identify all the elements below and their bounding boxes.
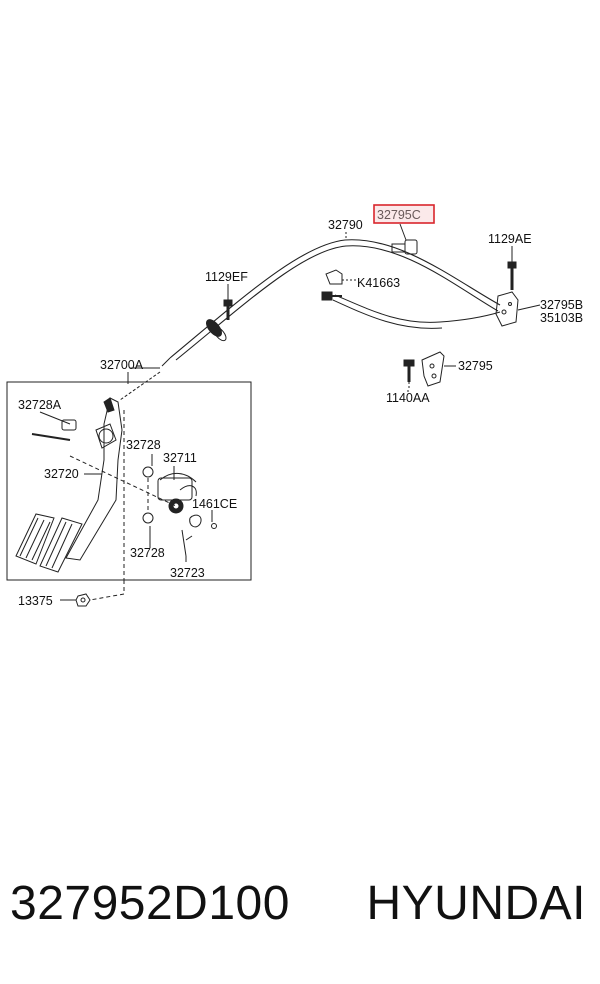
label-32790: 32790	[328, 218, 363, 232]
construction-lines	[69, 410, 177, 601]
bracket-32795-part	[421, 351, 456, 387]
bolt-1140aa-part	[403, 359, 415, 388]
label-32795c: 32795C	[377, 208, 421, 222]
clip-32795c-part	[391, 223, 418, 255]
label-1129ef: 1129EF	[205, 270, 248, 284]
highlight-box	[373, 204, 435, 224]
nut-13375-part	[60, 593, 91, 607]
pedal-mechanism	[142, 466, 217, 557]
label-13375: 13375	[18, 594, 53, 608]
label-1140aa: 1140AA	[386, 391, 430, 405]
label-32728-bottom: 32728	[130, 546, 165, 560]
cable-end-fitting	[321, 291, 342, 301]
label-32728-top: 32728	[126, 438, 161, 452]
label-35103b: 35103B	[540, 311, 583, 325]
part-number: 327952D100	[10, 877, 290, 930]
cable-grommet	[206, 319, 227, 342]
caption: 327952D100 HYUNDAI	[0, 876, 600, 956]
label-32700a: 32700A	[100, 358, 144, 372]
label-32723: 32723	[170, 566, 205, 580]
pedal-arm	[65, 397, 123, 561]
label-32711: 32711	[163, 451, 197, 465]
bracket-32795b-part	[495, 291, 541, 327]
label-k41663: K41663	[357, 276, 400, 290]
leader-lines	[84, 246, 513, 562]
label-32728a: 32728A	[18, 398, 62, 412]
label-32720: 32720	[44, 467, 79, 481]
pedal-assembly-box	[6, 381, 252, 581]
label-1129ae: 1129AE	[488, 232, 532, 246]
pedal-pad	[15, 513, 83, 573]
label-32795: 32795	[458, 359, 493, 373]
pin-32728a-part	[31, 411, 77, 441]
bolt-1129ae-part	[507, 248, 517, 290]
accelerator-cable	[169, 239, 501, 361]
brand-name: HYUNDAI	[366, 877, 586, 930]
label-32795b: 32795B	[540, 298, 583, 312]
label-1461ce: 1461CE	[192, 497, 237, 511]
bolt-1129ef-part	[223, 284, 233, 320]
clip-k41663-part	[325, 269, 356, 285]
